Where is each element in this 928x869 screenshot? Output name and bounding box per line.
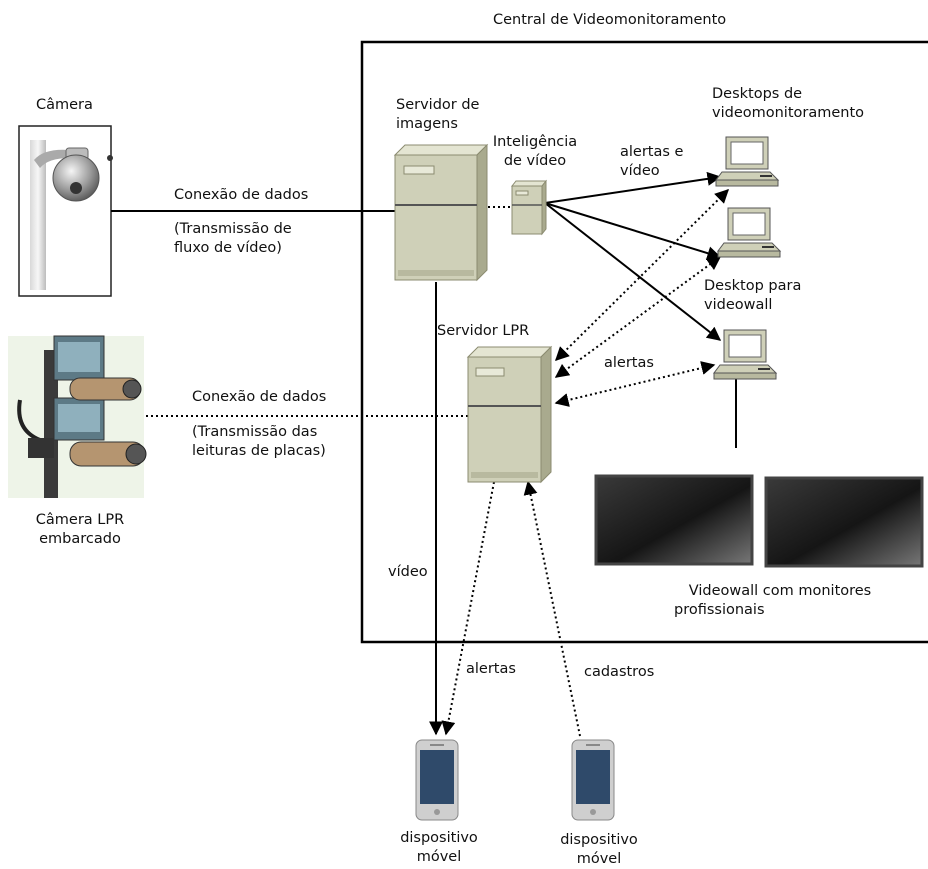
mobile-device-1-label-line1: dispositivo [400,830,478,846]
lpr-to-desktop3 [554,361,716,407]
mobile-device-2-icon [571,739,615,821]
image-server-label-line2: imagens [396,116,458,132]
camera-label: Câmera [36,97,93,113]
conn-top-sub: (Transmissão de fluxo de vídeo) [174,220,292,258]
conn-bottom-sub: (Transmissão das leituras de placas) [192,423,326,461]
mobile-device-1-label: dispositivo móvel [384,829,494,867]
intel-to-desktop3 [544,202,722,341]
camera-lpr-label-line2: embarcado [39,531,121,547]
desktops-monitoring-label-line1: Desktops de [712,86,803,102]
videowall-monitors-icon [586,450,926,596]
desktop-monitoring-2-icon [717,207,782,258]
alerts-to-mobile-link [441,481,495,736]
camera-lpr-label-line1: Câmera LPR [35,512,125,528]
dome-camera-icon [18,125,113,297]
desktops-monitoring-label: Desktops de videomonitoramento [712,85,864,123]
video-intelligence-icon [510,179,548,236]
registrations-from-mobile-link [523,480,581,737]
alerts-video-label-line2: vídeo [620,163,660,179]
conn-top-sub-line2: fluxo de vídeo) [174,240,282,256]
lpr-server-label: Servidor LPR [437,323,530,339]
alerts-down-label: alertas [466,661,516,677]
mobile-device-2-label-line2: móvel [576,851,622,867]
central-frame [360,40,928,644]
desktop-videowall-label: Desktop para videowall [704,277,801,315]
intel-to-desktop2 [544,202,722,260]
lpr-camera-icon [8,335,147,498]
conn-bottom-sub-line2: leituras de placas) [192,443,326,459]
conn-top-sub-line1: (Transmissão de [174,221,292,237]
mobile-device-1-label-line2: móvel [416,849,462,865]
desktop-videowall-label-line1: Desktop para [704,278,802,294]
videowall-label-line2: profissionais [674,602,765,618]
mobile-device-1-icon [415,739,459,821]
image-server-label-line1: Servidor de [396,97,480,113]
video-intel-label-line2: de vídeo [503,153,567,169]
registrations-up-label: cadastros [584,664,655,680]
conn-bottom-title: Conexão de dados [192,389,327,405]
video-down-label: vídeo [388,564,428,580]
desktop-monitoring-1-icon [715,136,780,187]
lpr-to-desktop2 [554,256,722,378]
lpr-to-desktop1 [555,189,729,361]
desktop-videowall-label-line2: videowall [704,297,773,313]
videowall-label: Videowall com monitores profissionais [640,582,920,620]
desktop-videowall-icon [713,329,778,380]
videowall-label-line1: Videowall com monitores [688,583,872,599]
video-intel-label: Inteligência de vídeo [483,133,587,171]
central-title: Central de Videomonitoramento [493,12,727,28]
lpr-server-icon [466,345,553,484]
alerts-video-label-line1: alertas e [620,144,684,160]
mobile-device-2-label-line1: dispositivo [560,832,638,848]
image-server-label: Servidor de imagens [396,96,479,134]
image-server-icon [393,143,489,282]
conn-top-title: Conexão de dados [174,187,309,203]
conn-bottom-sub-line1: (Transmissão das [192,424,318,440]
camera-lpr-label: Câmera LPR embarcado [10,511,150,549]
mobile-device-2-label: dispositivo móvel [544,831,654,869]
alerts-lpr-label: alertas [604,355,654,371]
video-intel-label-line1: Inteligência [492,134,578,150]
desktops-monitoring-label-line2: videomonitoramento [712,105,865,121]
alerts-video-label: alertas e vídeo [620,143,683,181]
